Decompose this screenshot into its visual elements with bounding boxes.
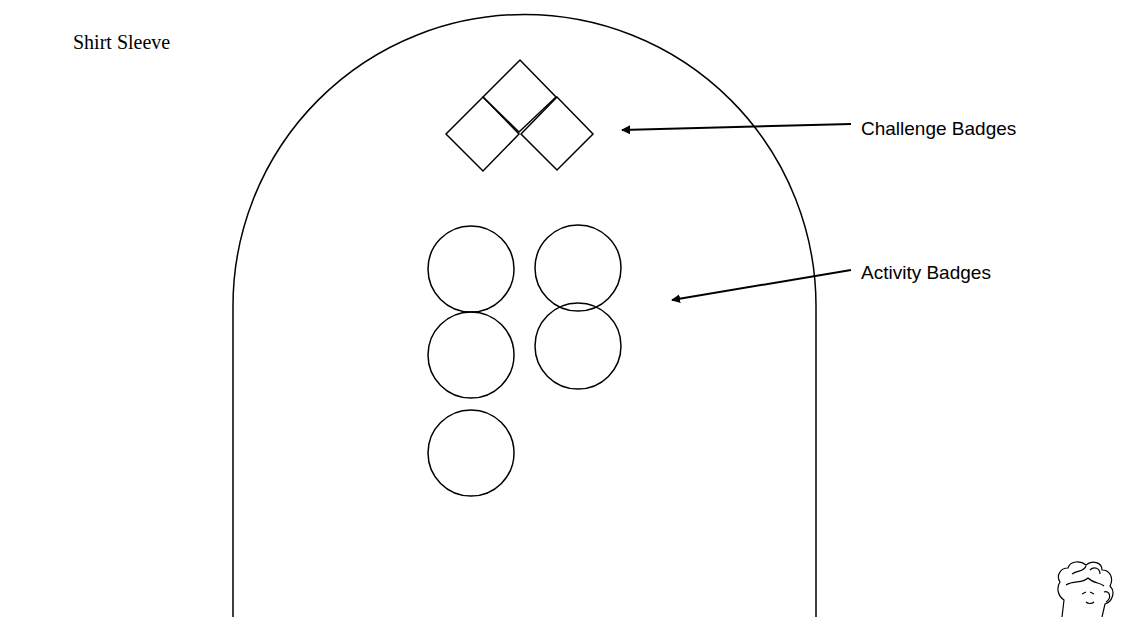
cartoon-face — [1058, 562, 1113, 617]
sleeve-outline — [233, 14, 816, 617]
activity-badge — [535, 303, 621, 389]
challenge-badge — [483, 60, 556, 132]
activity-badges — [428, 225, 621, 496]
leader-arrow — [672, 270, 851, 300]
callout-label: Activity Badges — [861, 262, 991, 285]
challenge-badges — [446, 60, 593, 171]
activity-badge — [428, 410, 514, 496]
part-label: Shirt Sleeve — [73, 30, 170, 54]
challenge-badge — [521, 97, 593, 170]
activity-badge — [535, 225, 621, 311]
callout-label: Challenge Badges — [861, 118, 1016, 141]
activity-badge — [428, 312, 514, 398]
activity-badge — [428, 226, 514, 312]
challenge-badge — [446, 97, 519, 171]
leader-arrow — [622, 124, 851, 130]
